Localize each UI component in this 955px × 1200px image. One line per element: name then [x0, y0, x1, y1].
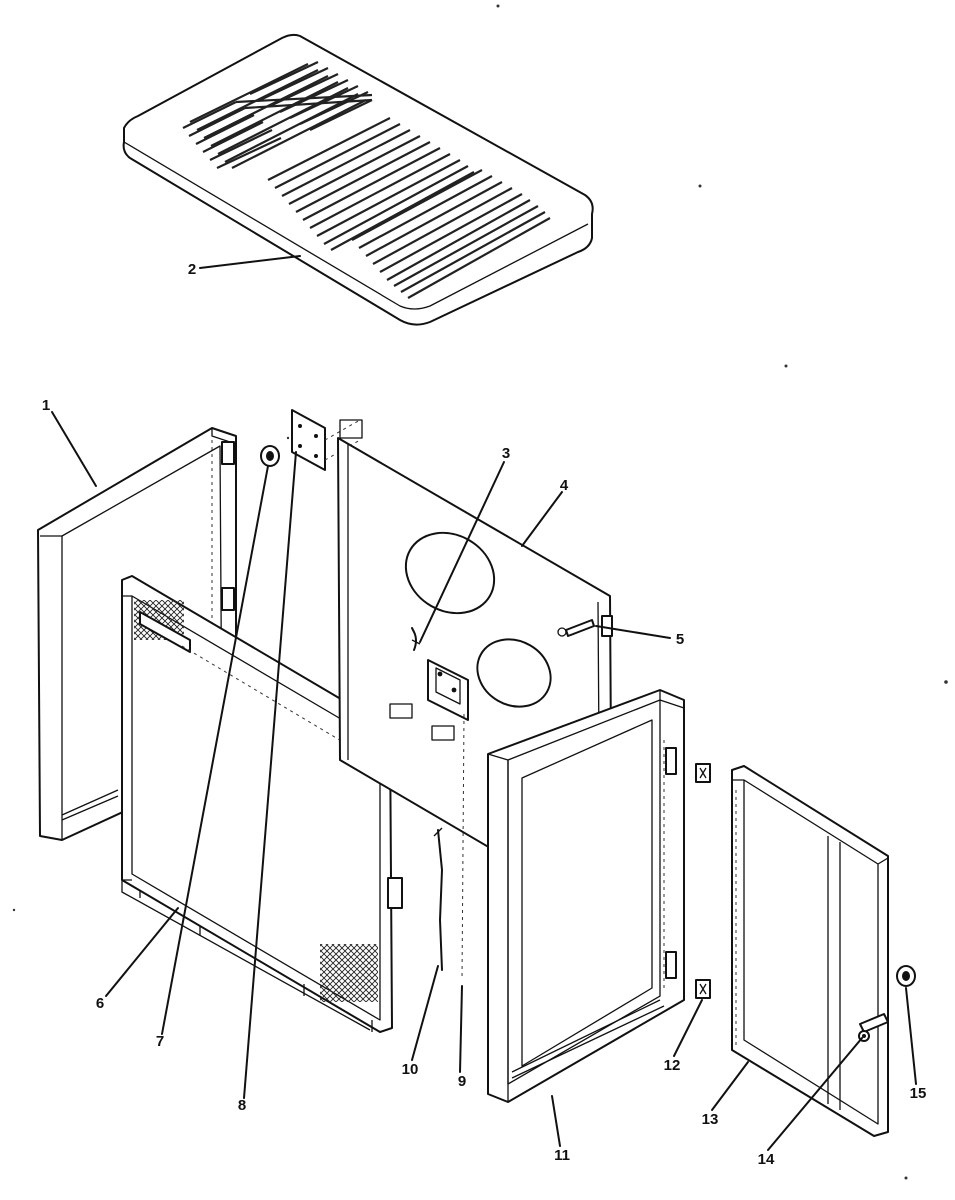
latch-part [858, 1013, 889, 1042]
callout-7: 7 [156, 1033, 164, 1050]
leader-lines [51, 255, 917, 1151]
door-part [731, 765, 889, 1137]
callout-14: 14 [758, 1151, 775, 1168]
leader-line-2 [199, 255, 301, 269]
leader-line-14 [767, 1037, 863, 1151]
rod-part [433, 827, 443, 971]
callout-13: 13 [702, 1111, 719, 1128]
door-knob-part [896, 965, 916, 987]
callout-1: 1 [42, 397, 50, 414]
right-side-frame-part [487, 689, 685, 1103]
hinge-part [695, 763, 711, 999]
leader-line-3 [419, 461, 505, 643]
louver-group-3 [351, 169, 551, 299]
callout-6: 6 [96, 995, 104, 1012]
callout-5: 5 [676, 631, 684, 648]
leader-line-4 [521, 491, 563, 547]
scan-specks [12, 4, 948, 1180]
switch-plate-part [291, 409, 363, 471]
leader-line-7 [161, 465, 269, 1035]
leader-line-10 [411, 965, 439, 1061]
leader-line-9 [459, 985, 463, 1073]
hinge-pin-part [565, 619, 595, 637]
callout-12: 12 [664, 1057, 681, 1074]
top-grille-part [122, 33, 594, 326]
leader-line-13 [711, 1061, 749, 1111]
terminal-bracket-part [427, 659, 469, 981]
leader-line-12 [673, 999, 703, 1057]
callout-4: 4 [560, 477, 569, 494]
leader-line-11 [551, 1095, 561, 1147]
callout-10: 10 [402, 1061, 419, 1078]
leader-line-5 [595, 625, 671, 639]
louver-group-2 [267, 117, 475, 251]
callout-2: 2 [188, 261, 196, 278]
knob-part [260, 445, 280, 467]
louver-group-1 [182, 61, 373, 169]
callout-3: 3 [502, 445, 510, 462]
leader-line-6 [105, 907, 179, 997]
callout-11: 11 [554, 1147, 570, 1164]
callout-labels: 2 1 3 4 5 6 7 8 10 9 11 12 13 14 15 [42, 261, 927, 1168]
leader-line-15 [905, 987, 917, 1085]
front-panel-part [121, 575, 403, 1033]
clip-part [411, 627, 421, 651]
callout-8: 8 [238, 1097, 246, 1114]
leader-line-8 [243, 451, 297, 1099]
callout-9: 9 [458, 1073, 466, 1090]
leader-line-1 [51, 411, 97, 487]
callout-15: 15 [910, 1085, 927, 1102]
